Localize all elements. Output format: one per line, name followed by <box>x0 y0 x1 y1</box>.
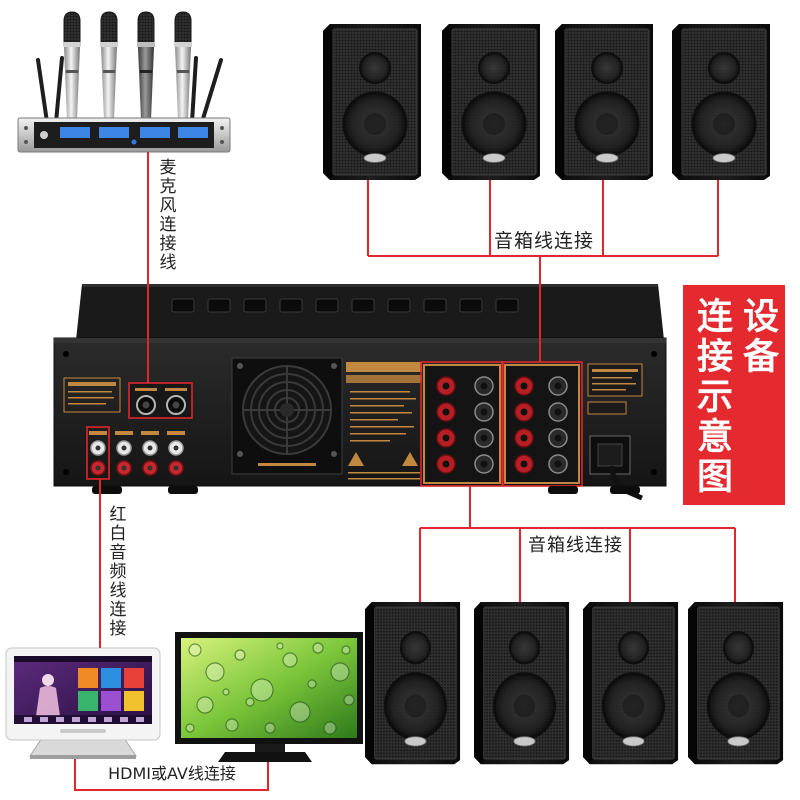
bottom-speaker-cable-line <box>419 486 736 602</box>
receiver-display-3 <box>140 127 170 138</box>
video-cable-label: HDMI或AV线连接 <box>108 764 236 783</box>
microphone-2 <box>100 11 118 120</box>
top-speaker-1 <box>321 22 423 182</box>
jukebox-stand <box>29 737 137 757</box>
rca-audio-jacks <box>86 426 185 480</box>
antennas <box>36 56 223 124</box>
diagram-title-column-2: 连接示意图 <box>691 297 732 497</box>
audio-cable-label: 红白音频线连接 <box>105 505 126 638</box>
mic-input-jacks <box>128 382 193 419</box>
power-label <box>587 363 643 415</box>
spec-label <box>346 362 422 480</box>
top-speaker-3 <box>553 22 655 182</box>
tv-stand-base <box>218 752 312 762</box>
cables <box>74 152 736 791</box>
attention-label <box>63 377 121 413</box>
top-speaker-4 <box>670 22 772 182</box>
speaker-terminals-right <box>501 361 583 487</box>
bottom-speaker-4 <box>686 600 785 766</box>
jukebox-screen <box>14 656 152 724</box>
amplifier-feet <box>92 486 640 494</box>
bottom-speaker-1 <box>363 600 462 766</box>
warning-triangle-icon <box>348 452 364 466</box>
top-speaker-cable-label: 音箱线连接 <box>494 230 595 252</box>
touch-screen-jukebox <box>5 647 161 759</box>
mic-cable-label: 麦克风连接线 <box>155 158 176 272</box>
vent-slots <box>171 298 519 313</box>
television <box>175 632 363 762</box>
receiver-display-2 <box>99 127 129 138</box>
bottom-speaker-3 <box>581 600 680 766</box>
amplifier <box>53 284 667 501</box>
microphone-1 <box>63 11 81 120</box>
warning-triangle-icon <box>402 452 418 466</box>
video-cable-line <box>74 759 269 791</box>
tv-screen <box>181 638 357 738</box>
receiver-body <box>17 117 231 153</box>
bottom-speaker-2 <box>472 600 571 766</box>
microphone-3 <box>137 11 155 120</box>
cooling-fan <box>231 357 343 475</box>
screen-tiles <box>78 668 144 711</box>
tv-stand-neck <box>255 744 285 752</box>
bottom-speaker-cable-label: 音箱线连接 <box>528 535 623 556</box>
receiver-display-1 <box>60 127 90 138</box>
diagram-title-column-1: 设备 <box>737 297 778 377</box>
diagram-title-box: 设备 连接示意图 <box>683 285 785 505</box>
wireless-microphone-receiver <box>17 11 231 153</box>
top-speaker-cable-line <box>367 180 719 362</box>
receiver-display-4 <box>178 127 208 138</box>
water-droplets <box>185 642 355 735</box>
speaker-terminals-left <box>420 361 504 487</box>
microphone-4 <box>174 11 192 120</box>
top-speaker-2 <box>440 22 542 182</box>
